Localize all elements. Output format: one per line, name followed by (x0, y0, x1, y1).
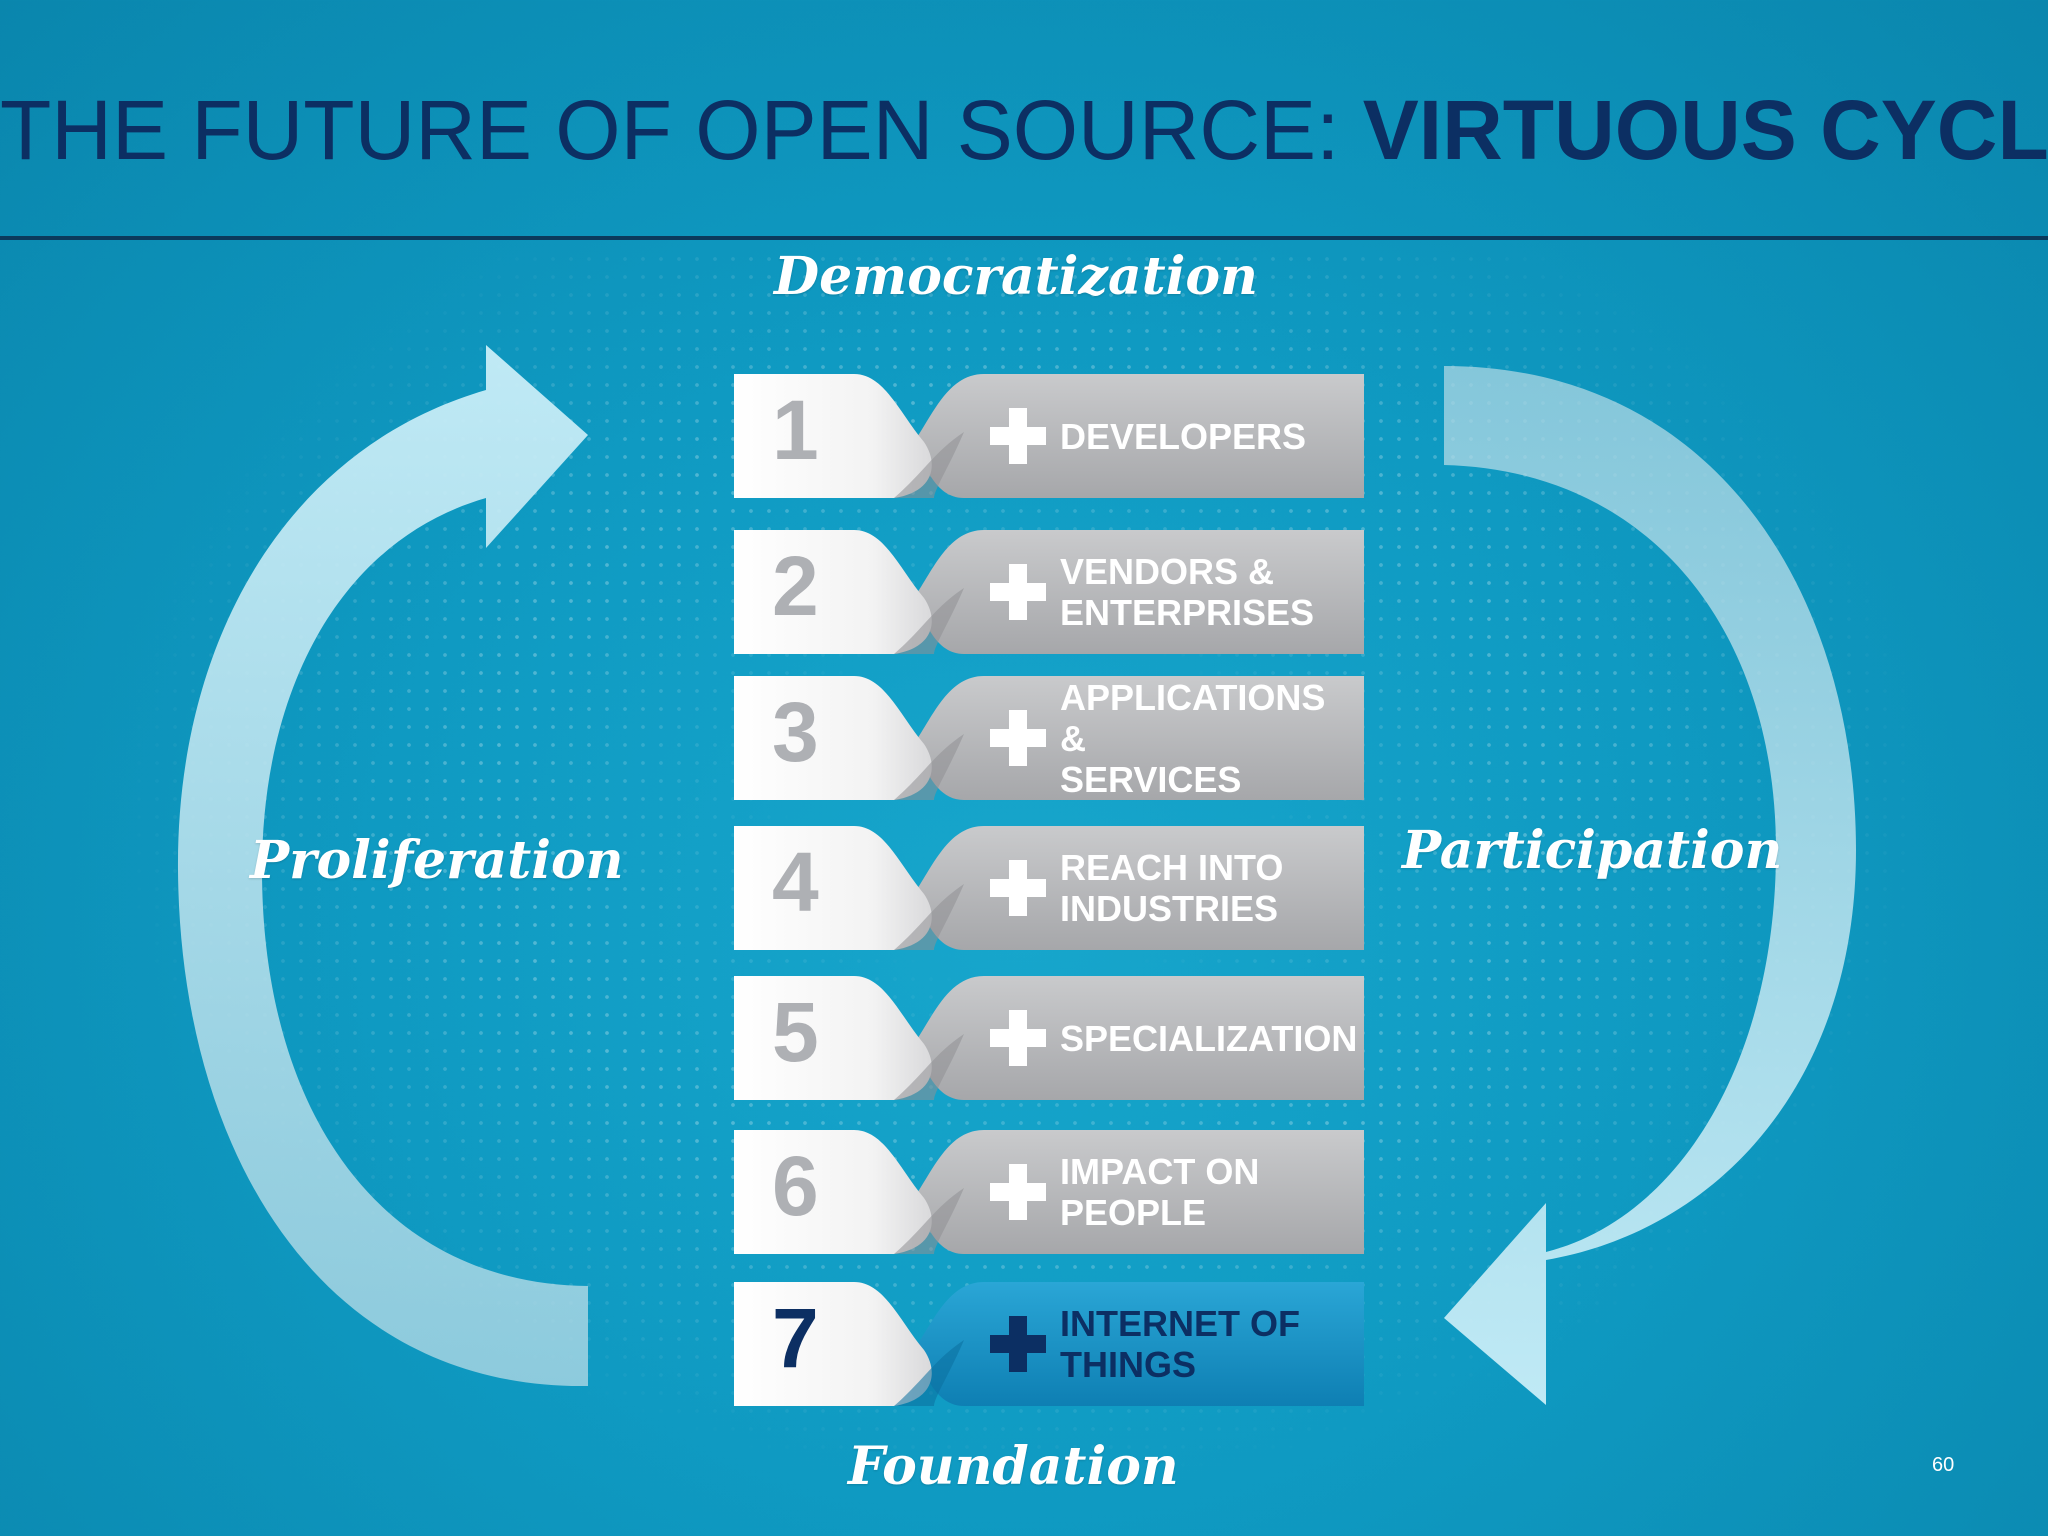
cycle-label-top: Democratization (774, 246, 1258, 307)
ribbon-band (914, 374, 1364, 498)
ribbon-twist (894, 588, 964, 654)
plus-icon (990, 1010, 1046, 1066)
step-ribbon (734, 976, 1364, 1100)
right-cycle-arrow (1444, 366, 1856, 1405)
ribbon-number-tab (734, 976, 932, 1100)
ribbon-twist (894, 1188, 964, 1254)
step-label: INTERNET OF THINGS (1060, 1303, 1300, 1385)
plus-icon (990, 710, 1046, 766)
step-label: SPECIALIZATION (1060, 1017, 1358, 1059)
cycle-label-left: Proliferation (250, 830, 624, 891)
ribbon-twist (894, 1340, 964, 1406)
step-label: IMPACT ON PEOPLE (1060, 1151, 1260, 1233)
step-ribbon (734, 1130, 1364, 1254)
ribbon-number-tab (734, 676, 932, 800)
step-row: 6 IMPACT ON PEOPLE (734, 1128, 1364, 1256)
step-ribbon (734, 676, 1364, 800)
step-number: 5 (772, 985, 819, 1079)
ribbon-twist (894, 432, 964, 498)
ribbon-band (914, 676, 1364, 800)
step-row: 1 DEVELOPERS (734, 372, 1364, 500)
ribbon-twist (894, 884, 964, 950)
ribbon-band (914, 826, 1364, 950)
slide-title: THE FUTURE OF OPEN SOURCE: VIRTUOUS CYCL… (0, 82, 2048, 179)
step-number: 4 (772, 835, 819, 929)
step-ribbon (734, 530, 1364, 654)
ribbon-band (914, 530, 1364, 654)
step-row: 2 VENDORS & ENTERPRISES (734, 528, 1364, 656)
ribbon-number-tab (734, 374, 932, 498)
cycle-label-bottom: Foundation (848, 1436, 1179, 1497)
step-ribbon (734, 1282, 1364, 1406)
plus-icon (990, 1316, 1046, 1372)
step-row: 4 REACH INTO INDUSTRIES (734, 824, 1364, 952)
step-number: 3 (772, 685, 819, 779)
ribbon-number-tab (734, 530, 932, 654)
plus-icon (990, 1164, 1046, 1220)
step-label: REACH INTO INDUSTRIES (1060, 847, 1284, 929)
plus-icon (990, 860, 1046, 916)
title-divider (0, 236, 2048, 240)
cycle-label-right: Participation (1402, 820, 1783, 881)
ribbon-twist (894, 734, 964, 800)
step-row: 5 SPECIALIZATION (734, 974, 1364, 1102)
title-bold: VIRTUOUS CYCLE (1362, 83, 2048, 177)
title-regular: THE FUTURE OF OPEN SOURCE: (0, 83, 1363, 177)
ribbon-band (914, 1282, 1364, 1406)
step-ribbon (734, 826, 1364, 950)
ribbon-band (914, 1130, 1364, 1254)
ribbon-band (914, 976, 1364, 1100)
ribbon-number-tab (734, 1282, 932, 1406)
ribbon-twist (894, 1034, 964, 1100)
step-label: DEVELOPERS (1060, 415, 1307, 457)
step-label: VENDORS & ENTERPRISES (1060, 551, 1315, 633)
step-label: APPLICATIONS & SERVICES (1060, 676, 1326, 800)
ribbon-number-tab (734, 1130, 932, 1254)
step-row-highlight: 7 INTERNET OF THINGS (734, 1280, 1364, 1408)
step-number: 1 (772, 383, 819, 477)
step-ribbon (734, 374, 1364, 498)
plus-icon (990, 408, 1046, 464)
ribbon-number-tab (734, 826, 932, 950)
left-cycle-arrow (177, 345, 589, 1387)
step-number: 2 (772, 539, 819, 633)
plus-icon (990, 564, 1046, 620)
step-row: 3 APPLICATIONS & SERVICES (734, 674, 1364, 802)
step-number: 6 (772, 1139, 819, 1233)
page-number: 60 (1932, 1454, 1955, 1476)
step-number: 7 (772, 1291, 819, 1385)
